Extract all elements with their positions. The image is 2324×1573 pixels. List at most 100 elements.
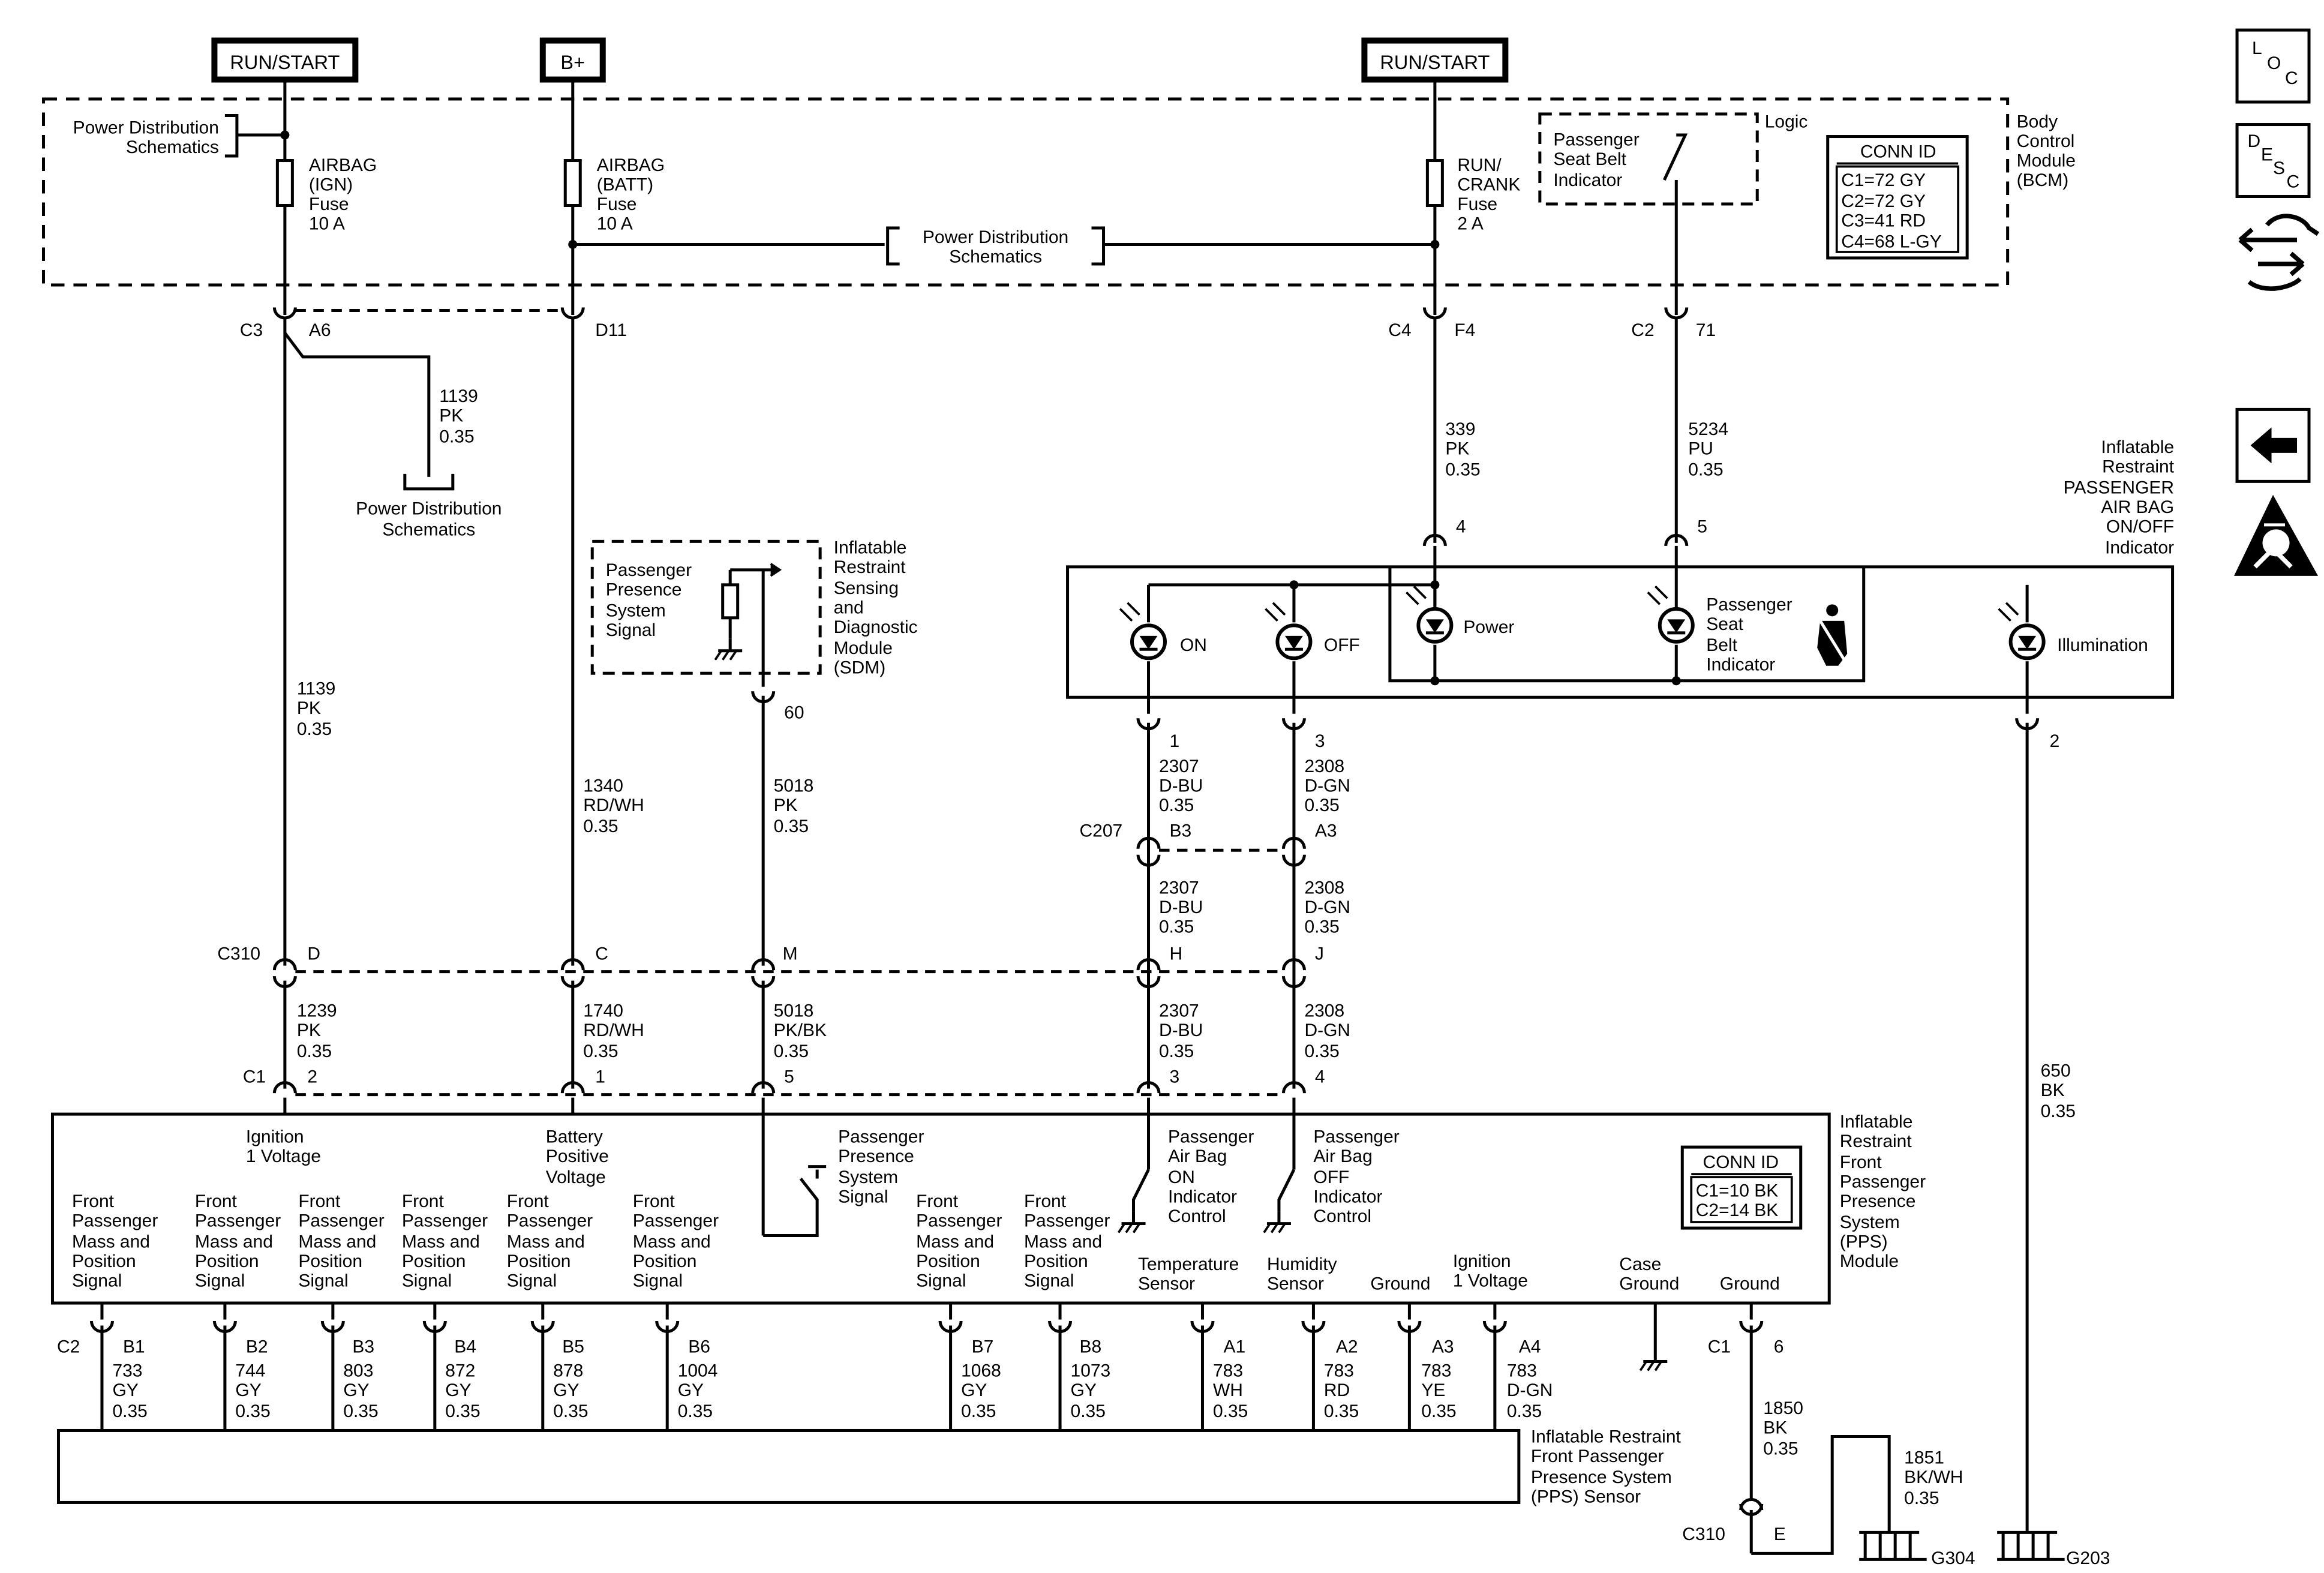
svg-text:0.35: 0.35	[235, 1401, 270, 1421]
svg-text:4: 4	[1456, 517, 1466, 536]
pps-sensor: Inflatable Restraint Front Passenger Pre…	[56, 1427, 1682, 1506]
svg-text:2: 2	[307, 1067, 317, 1087]
bottom-wire-b8	[1048, 1303, 1073, 1431]
svg-text:Seat: Seat	[1706, 614, 1743, 634]
svg-text:B3: B3	[1169, 821, 1191, 841]
svg-text:Position: Position	[402, 1251, 466, 1271]
svg-text:5: 5	[784, 1067, 794, 1087]
svg-text:Position: Position	[72, 1251, 136, 1271]
svg-text:Ignition: Ignition	[246, 1127, 304, 1147]
svg-text:A6: A6	[309, 320, 331, 340]
svg-text:0.35: 0.35	[1445, 460, 1480, 479]
svg-text:A1: A1	[1223, 1337, 1245, 1357]
svg-text:CONN ID: CONN ID	[1860, 142, 1936, 162]
svg-text:C310: C310	[1682, 1524, 1725, 1544]
svg-text:5234: 5234	[1688, 419, 1728, 439]
svg-text:1 Voltage: 1 Voltage	[1453, 1271, 1528, 1291]
svg-text:1740: 1740	[583, 1001, 623, 1021]
svg-text:0.35: 0.35	[112, 1401, 147, 1421]
connector-exchange-icon[interactable]	[2238, 214, 2320, 291]
svg-text:Air Bag: Air Bag	[1168, 1146, 1227, 1166]
back-arrow-icon[interactable]	[2235, 407, 2311, 483]
svg-text:GY: GY	[445, 1380, 471, 1400]
svg-text:10 A: 10 A	[309, 214, 345, 233]
svg-text:(BATT): (BATT)	[597, 175, 653, 195]
svg-text:Power Distribution: Power Distribution	[923, 227, 1068, 247]
svg-text:0.35: 0.35	[1159, 1041, 1194, 1061]
svg-text:D-GN: D-GN	[1507, 1380, 1553, 1400]
svg-text:10 A: 10 A	[597, 214, 633, 233]
ground-wires: 1850 BK 0.35 1851 BK/WH 0.35 C310 E	[1682, 1303, 1963, 1555]
svg-text:783: 783	[1324, 1361, 1354, 1380]
svg-text:Passenger: Passenger	[298, 1211, 384, 1231]
bcm-title: Body Control Module (BCM)	[2017, 112, 2076, 190]
svg-text:Schematics: Schematics	[382, 520, 475, 539]
connectors-bcm-row: C3 A6 D11 C4 F4 C2 71	[240, 307, 1716, 340]
svg-text:1851: 1851	[1904, 1448, 1944, 1467]
svg-text:803: 803	[343, 1361, 373, 1380]
svg-text:Signal: Signal	[633, 1271, 683, 1291]
svg-text:1004: 1004	[678, 1361, 718, 1380]
svg-text:C2: C2	[57, 1337, 80, 1357]
svg-text:C4: C4	[1388, 320, 1411, 340]
svg-text:0.35: 0.35	[1159, 795, 1194, 815]
indicator-bottom-pins: 1 3 2	[1136, 718, 2059, 751]
svg-text:Control: Control	[1168, 1206, 1226, 1226]
svg-text:BK: BK	[1763, 1418, 1787, 1437]
svg-text:G203: G203	[2066, 1548, 2110, 1568]
svg-text:Front: Front	[195, 1191, 238, 1211]
wire-labels-c310-c1: 1239 PK 0.35 1740 RD/WH 0.35 5018 PK/BK …	[297, 1001, 1350, 1061]
svg-text:Humidity: Humidity	[1267, 1254, 1337, 1274]
svg-text:AIRBAG: AIRBAG	[309, 155, 377, 175]
svg-text:C1=72 GY: C1=72 GY	[1841, 170, 1926, 190]
svg-text:Passenger: Passenger	[1706, 595, 1792, 614]
svg-text:GY: GY	[112, 1380, 138, 1400]
svg-text:872: 872	[445, 1361, 475, 1380]
svg-text:B6: B6	[688, 1337, 710, 1357]
svg-text:A4: A4	[1519, 1337, 1541, 1357]
svg-text:1139: 1139	[439, 386, 478, 406]
svg-text:Indicator: Indicator	[1553, 170, 1622, 190]
svg-text:Passenger: Passenger	[838, 1127, 924, 1147]
svg-text:783: 783	[1507, 1361, 1537, 1380]
svg-text:B1: B1	[123, 1337, 145, 1357]
svg-text:0.35: 0.35	[1071, 1401, 1106, 1421]
svg-text:0.35: 0.35	[774, 816, 809, 836]
svg-text:D-BU: D-BU	[1159, 776, 1203, 796]
bottom-wire-b1	[89, 1303, 114, 1431]
svg-text:0.35: 0.35	[1304, 917, 1339, 937]
wire-5234	[1664, 317, 1689, 612]
svg-text:60: 60	[784, 703, 804, 722]
svg-text:Mass and: Mass and	[195, 1232, 273, 1252]
svg-text:0.35: 0.35	[678, 1401, 713, 1421]
loc-button[interactable]: L O C	[2235, 28, 2311, 104]
svg-text:PK: PK	[774, 795, 798, 815]
svg-text:Indicator: Indicator	[1706, 655, 1775, 674]
svg-text:Front: Front	[1840, 1152, 1882, 1172]
svg-text:0.35: 0.35	[553, 1401, 588, 1421]
svg-text:Module: Module	[834, 638, 893, 658]
svg-text:1850: 1850	[1763, 1398, 1803, 1418]
svg-text:Power Distribution: Power Distribution	[73, 118, 219, 138]
desc-button[interactable]: D E S C	[2235, 123, 2311, 199]
bottom-wire-a4	[1482, 1303, 1507, 1431]
svg-text:System: System	[606, 601, 666, 620]
svg-text:Position: Position	[507, 1251, 571, 1271]
svg-text:D: D	[307, 944, 320, 964]
svg-text:Signal: Signal	[838, 1187, 888, 1207]
svg-text:GY: GY	[553, 1380, 579, 1400]
fuse-airbag-batt-label: AIRBAG (BATT) Fuse 10 A	[597, 155, 665, 233]
svg-text:E: E	[2261, 145, 2273, 165]
svg-text:B8: B8	[1080, 1337, 1102, 1357]
power-label-run-start-left: RUN/START	[211, 37, 359, 83]
svg-text:Restraint: Restraint	[1840, 1131, 1912, 1151]
indicator-labels: ON OFF Power Passenger Seat Belt Indicat…	[1180, 595, 2148, 674]
svg-text:0.35: 0.35	[961, 1401, 996, 1421]
svg-text:Mass and: Mass and	[507, 1232, 585, 1252]
